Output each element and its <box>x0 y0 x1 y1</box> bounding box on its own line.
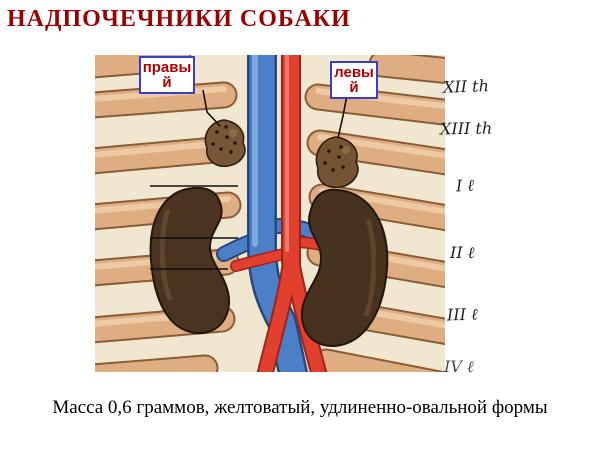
rib-label-iii: III ℓ <box>446 304 479 325</box>
ribs-right <box>304 55 445 372</box>
rib-label-xiii: XIII th <box>439 118 493 139</box>
left-adrenal-gland <box>315 136 359 189</box>
callout-right-adrenal: правый <box>139 56 195 94</box>
pointer-lines <box>150 89 348 270</box>
rib-label-ii: II ℓ <box>450 243 475 262</box>
rib-label-i: I ℓ <box>455 175 475 196</box>
rib-label-xii: XII th <box>442 76 490 97</box>
right-kidney <box>149 186 231 335</box>
left-kidney <box>300 188 389 348</box>
rib-label-iv: IV ℓ <box>444 357 474 376</box>
slide-title: НАДПОЧЕЧНИКИ СОБАКИ <box>7 6 351 32</box>
callout-left-adrenal: левый <box>330 61 378 99</box>
slide-caption: Масса 0,6 граммов, желтоватый, удлиненно… <box>52 397 548 418</box>
right-adrenal-gland <box>204 119 246 168</box>
